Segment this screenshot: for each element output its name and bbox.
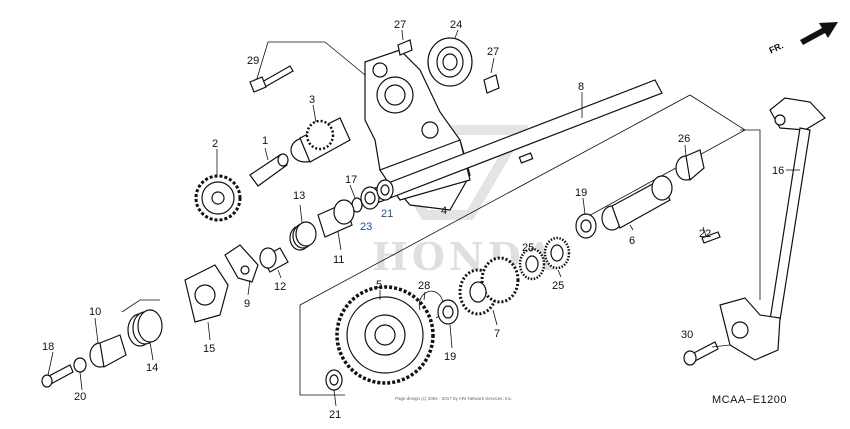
callout-20: 20 bbox=[74, 391, 86, 403]
washer-21-upper bbox=[376, 179, 394, 201]
callout-7: 7 bbox=[494, 328, 500, 340]
callout-4: 4 bbox=[441, 205, 447, 217]
copyright-notice: Page design (c) 2004 - 2017 by ARI Netwo… bbox=[395, 396, 512, 401]
gear-shaft-3 bbox=[290, 117, 351, 163]
callout-21-upper: 21 bbox=[381, 208, 393, 220]
callout-17: 17 bbox=[345, 174, 357, 186]
bolt-18 bbox=[41, 364, 74, 388]
spring-13 bbox=[289, 221, 317, 251]
ratchet-15 bbox=[184, 264, 229, 323]
callout-10: 10 bbox=[89, 306, 101, 318]
callout-19-lower: 19 bbox=[444, 351, 456, 363]
callout-26: 26 bbox=[678, 133, 690, 145]
spring-14 bbox=[121, 299, 163, 347]
seal-23 bbox=[360, 186, 380, 210]
bolt-29 bbox=[249, 65, 294, 93]
callout-27-right: 27 bbox=[487, 46, 499, 58]
leader-lines bbox=[47, 29, 800, 407]
callout-27-top: 27 bbox=[394, 19, 406, 31]
collar-11 bbox=[317, 199, 355, 238]
diagram-code: MCAA−E1200 bbox=[712, 394, 787, 406]
callout-25-right: 25 bbox=[552, 280, 564, 292]
callout-29: 29 bbox=[247, 55, 259, 67]
needle-bearing-25-right bbox=[543, 236, 571, 270]
callout-8: 8 bbox=[578, 81, 584, 93]
needle-bearing-25-left bbox=[518, 247, 546, 281]
callout-14: 14 bbox=[146, 362, 158, 374]
callout-3: 3 bbox=[309, 94, 315, 106]
washer-19-upper bbox=[575, 213, 597, 239]
pin-27-top bbox=[397, 39, 413, 56]
callout-6: 6 bbox=[629, 235, 635, 247]
callout-23: 23 bbox=[360, 221, 372, 233]
callout-28: 28 bbox=[418, 280, 430, 292]
pin-27-right bbox=[483, 74, 500, 94]
callout-22: 22 bbox=[699, 228, 711, 240]
callout-19-upper: 19 bbox=[575, 187, 587, 199]
callout-12: 12 bbox=[274, 281, 286, 293]
callout-25-left: 25 bbox=[522, 242, 534, 254]
gear-5 bbox=[335, 285, 435, 385]
front-label: FR. bbox=[767, 40, 784, 55]
lever-16 bbox=[719, 97, 826, 361]
callout-18: 18 bbox=[42, 341, 54, 353]
assembly-outline bbox=[254, 41, 761, 396]
callout-9: 9 bbox=[244, 298, 250, 310]
collar-12 bbox=[259, 247, 289, 273]
washer-19-lower bbox=[437, 299, 459, 325]
callout-16: 16 bbox=[772, 165, 784, 177]
washer-21-lower bbox=[325, 369, 343, 391]
callout-24: 24 bbox=[450, 19, 462, 31]
callout-13: 13 bbox=[293, 190, 305, 202]
spindle-6 bbox=[601, 175, 673, 231]
callout-30: 30 bbox=[681, 329, 693, 341]
callout-15: 15 bbox=[203, 343, 215, 355]
callout-1: 1 bbox=[262, 135, 268, 147]
gear-2 bbox=[194, 174, 242, 222]
pin-22 bbox=[701, 231, 721, 244]
needle-bearing-26 bbox=[675, 149, 705, 182]
collar-10 bbox=[89, 334, 127, 368]
front-direction-arrow: FR. bbox=[767, 22, 838, 56]
plate-9 bbox=[224, 244, 259, 283]
callout-11: 11 bbox=[333, 254, 344, 266]
bolt-30 bbox=[683, 341, 719, 366]
callout-labels: 1 2 3 4 5 6 7 8 9 10 11 12 13 14 15 16 1… bbox=[42, 19, 784, 421]
callout-5: 5 bbox=[376, 279, 382, 291]
callout-2: 2 bbox=[212, 138, 218, 150]
washer-20 bbox=[73, 357, 87, 373]
gear-7 bbox=[458, 256, 520, 316]
callout-21-lower: 21 bbox=[329, 409, 341, 421]
bearing-24 bbox=[427, 37, 473, 87]
pin-1 bbox=[249, 153, 289, 187]
